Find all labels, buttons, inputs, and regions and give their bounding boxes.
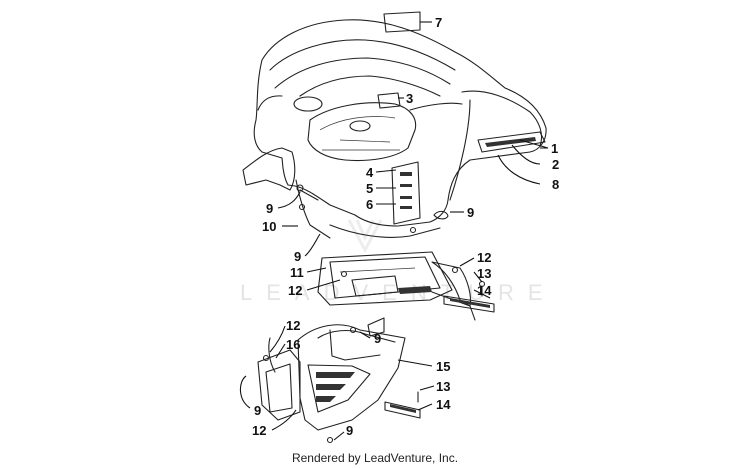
callout-15: 15	[436, 359, 450, 374]
callout-14-upper: 14	[477, 283, 492, 298]
callout-9-bottom: 9	[346, 423, 353, 438]
callout-9-bottom-left: 9	[254, 403, 261, 418]
callout-12-mid: 12	[288, 283, 302, 298]
callout-9-mid: 9	[294, 249, 301, 264]
callout-10: 10	[262, 219, 276, 234]
callout-6: 6	[366, 197, 373, 212]
callout-9-right: 9	[467, 205, 474, 220]
callout-14-lower: 14	[436, 397, 451, 412]
callout-7: 7	[435, 15, 442, 30]
rear-fender-assembly	[242, 11, 547, 239]
watermark-logo	[347, 219, 383, 254]
callout-12-lower: 12	[286, 318, 300, 333]
callout-12-bottom-left: 12	[252, 423, 266, 438]
callout-13-lower: 13	[436, 379, 450, 394]
leader-lines	[239, 21, 549, 441]
callout-12-upper: 12	[477, 250, 491, 265]
callout-labels: 7 3 1 2 8 4 5 6 9 9 10 9 12 13 14 11 12 …	[252, 15, 559, 438]
callout-9-left: 9	[266, 201, 273, 216]
callout-1: 1	[551, 141, 558, 156]
callout-11: 11	[290, 265, 304, 280]
callout-3: 3	[406, 91, 413, 106]
lower-footwell-panel	[257, 317, 406, 444]
footrest-rail-upper	[443, 280, 495, 313]
callout-8: 8	[552, 177, 559, 192]
footrest-rail-lower	[384, 391, 421, 419]
callout-4: 4	[366, 165, 374, 180]
callout-9-lower: 9	[374, 331, 381, 346]
callout-5: 5	[366, 181, 373, 196]
middle-footwell-panel	[317, 251, 476, 321]
callout-13-upper: 13	[477, 266, 491, 281]
footer-credit: Rendered by LeadVenture, Inc.	[291, 451, 459, 465]
callout-2: 2	[552, 157, 559, 172]
callout-16: 16	[286, 337, 300, 352]
